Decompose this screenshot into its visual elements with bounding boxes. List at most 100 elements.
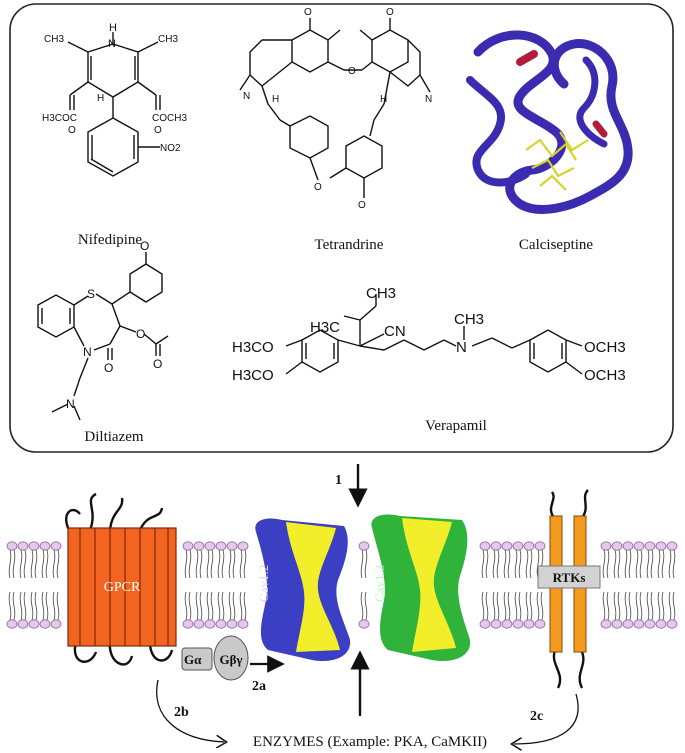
lipid-tail — [639, 591, 643, 621]
lipid-head — [490, 541, 502, 551]
verapamil-och3-bottom: OCH3 — [584, 367, 626, 384]
lipid-tail — [30, 591, 34, 621]
lipid-tail — [360, 549, 364, 579]
lipid-head — [50, 619, 62, 629]
rtks-label: RTKs — [553, 570, 586, 585]
nifedipine-ester-left: H3COC — [42, 113, 77, 124]
lipid-tail — [646, 549, 650, 579]
lipid-tail — [617, 591, 621, 621]
lipid-head — [633, 541, 645, 551]
lipid-head — [523, 619, 535, 629]
lipid-tail — [217, 549, 221, 579]
lipid-tail — [206, 549, 210, 579]
tetrandrine-o4: O — [314, 182, 322, 193]
lipid-head — [600, 541, 612, 551]
lipid-tail — [210, 549, 214, 579]
lipid-tail — [624, 549, 628, 579]
lipid-tail — [628, 549, 632, 579]
lipid-tail — [646, 591, 650, 621]
lipid-tail — [492, 591, 496, 621]
lipid-tail — [485, 591, 489, 621]
lipid-tail — [195, 591, 199, 621]
tetrandrine-structure: O O O O O N N H H — [239, 7, 432, 211]
lipid-tail — [485, 549, 489, 579]
lipid-tail — [635, 549, 639, 579]
lipid-tail — [228, 591, 232, 621]
lipid-head — [501, 619, 513, 629]
lipid-head — [204, 619, 216, 629]
lipid-head — [501, 541, 513, 551]
verapamil-h3co-bottom: H3CO — [232, 367, 274, 384]
lipid-tail — [221, 549, 225, 579]
enzymes-label: ENZYMES (Example: PKA, CaMKII) — [253, 734, 487, 750]
tetrandrine-n-left: N — [243, 91, 250, 102]
lipid-head — [534, 619, 546, 629]
lipid-head — [644, 541, 656, 551]
lipid-tail — [613, 549, 617, 579]
lipid-head — [523, 541, 535, 551]
lipid-tail — [188, 591, 192, 621]
lipid-head — [644, 619, 656, 629]
lipid-head — [215, 541, 227, 551]
tetrandrine-h-right: H — [380, 94, 387, 105]
lipid-tail — [243, 591, 247, 621]
lipid-tail — [672, 591, 676, 621]
lipid-tail — [606, 549, 610, 579]
lipid-tail — [529, 549, 533, 579]
lipid-tail — [12, 549, 16, 579]
lipid-head — [50, 541, 62, 551]
lipid-head — [666, 619, 678, 629]
diltiazem-n-amine: N — [66, 397, 75, 411]
lipid-tail — [518, 591, 522, 621]
lipid-tail — [23, 591, 27, 621]
lipid-head — [226, 619, 238, 629]
lipid-tail — [184, 549, 188, 579]
lipid-tail — [657, 549, 661, 579]
lipid-tail — [239, 591, 243, 621]
verapamil-label: Verapamil — [425, 418, 487, 434]
lipid-tail — [210, 591, 214, 621]
lipid-head — [666, 541, 678, 551]
nifedipine-no2: NO2 — [160, 143, 181, 154]
lipid-head — [358, 541, 370, 551]
lipid-tail — [525, 549, 529, 579]
lipid-head — [237, 541, 249, 551]
lipid-head — [204, 541, 216, 551]
lipid-tail — [525, 591, 529, 621]
lipid-tail — [221, 591, 225, 621]
lipid-tail — [481, 549, 485, 579]
nifedipine-nh-n: N — [108, 38, 116, 50]
lipid-tail — [41, 549, 45, 579]
step-2b-label: 2b — [174, 705, 189, 720]
drug-panel — [9, 3, 674, 453]
lipid-head — [17, 541, 29, 551]
lipid-tail — [184, 591, 188, 621]
lipid-tail — [52, 549, 56, 579]
diltiazem-o-acetyl: O — [153, 357, 162, 371]
lipid-tail — [635, 591, 639, 621]
lipid-head — [6, 619, 18, 629]
lipid-head — [182, 619, 194, 629]
lipid-tail — [228, 549, 232, 579]
step-2c-label: 2c — [530, 709, 543, 724]
lipid-tail — [45, 549, 49, 579]
verapamil-och3-top: OCH3 — [584, 339, 626, 356]
lipid-head — [226, 541, 238, 551]
lipid-tail — [657, 591, 661, 621]
lipid-head — [182, 541, 194, 551]
diltiazem-o-ester: O — [136, 327, 145, 341]
lipid-tail — [514, 591, 518, 621]
verapamil-cn: CN — [384, 323, 406, 340]
lipid-bilayer — [6, 541, 678, 629]
verapamil-ch3-n: CH3 — [454, 311, 484, 328]
lipid-head — [39, 541, 51, 551]
lipid-tail — [503, 549, 507, 579]
diltiazem-o-carbonyl: O — [104, 361, 113, 375]
lipid-tail — [364, 591, 368, 621]
lipid-tail — [239, 549, 243, 579]
lipid-head — [512, 619, 524, 629]
gpcr-body — [67, 527, 177, 647]
lipid-tail — [518, 549, 522, 579]
lipid-tail — [8, 549, 12, 579]
lipid-tail — [540, 591, 544, 621]
